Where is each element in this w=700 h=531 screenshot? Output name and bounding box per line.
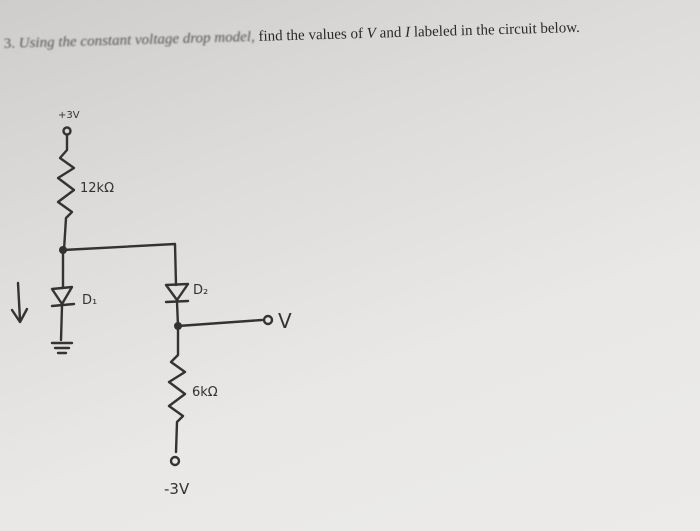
diode-d2 — [164, 282, 190, 328]
d2-label: D₂ — [193, 283, 208, 298]
wire-top — [61, 242, 178, 287]
resistor-12k — [56, 133, 76, 252]
bottom-terminal — [169, 455, 181, 467]
d1-label: D₁ — [82, 293, 97, 308]
resistor-6k — [167, 324, 187, 454]
top-terminal — [62, 126, 72, 136]
r2-label: 6kΩ — [192, 385, 218, 400]
current-arrow-icon — [10, 281, 29, 324]
ground-icon — [50, 341, 74, 355]
diode-d1 — [50, 285, 76, 342]
wire-output — [176, 318, 264, 328]
supply-bottom-label: -3V — [164, 480, 190, 498]
supply-top-label: +3V — [58, 110, 80, 121]
output-terminal — [262, 314, 274, 326]
r1-label: 12kΩ — [80, 181, 114, 196]
output-label: V — [278, 309, 292, 333]
